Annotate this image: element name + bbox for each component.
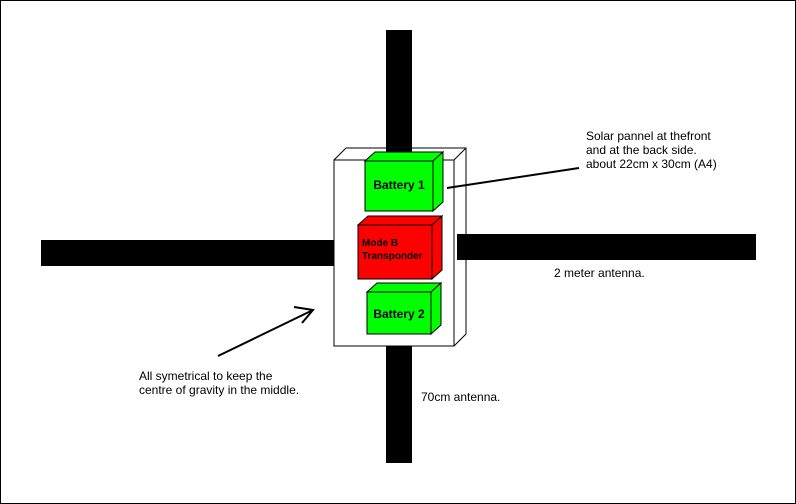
battery-1-box xyxy=(363,150,445,213)
battery-2-label: Battery 2 xyxy=(373,307,425,321)
battery-1-label: Battery 1 xyxy=(373,178,425,192)
solar-leader-line xyxy=(446,167,580,189)
solar-panel-note: Solar pannel at thefront and at the back… xyxy=(586,129,717,171)
transponder-box xyxy=(356,214,444,281)
antenna-left xyxy=(41,240,340,266)
symmetry-note: All symetrical to keep the centre of gra… xyxy=(139,369,300,397)
antenna-70cm-label: 70cm antenna. xyxy=(421,390,501,404)
antenna-top xyxy=(386,30,412,152)
antenna-bottom xyxy=(386,341,412,463)
battery-2-box xyxy=(365,281,443,336)
antenna-right xyxy=(457,234,756,260)
transponder-label: Mode B Transponder xyxy=(362,238,423,262)
antenna-2m-label: 2 meter antenna. xyxy=(554,266,645,280)
symmetry-arrow-icon xyxy=(217,306,315,357)
